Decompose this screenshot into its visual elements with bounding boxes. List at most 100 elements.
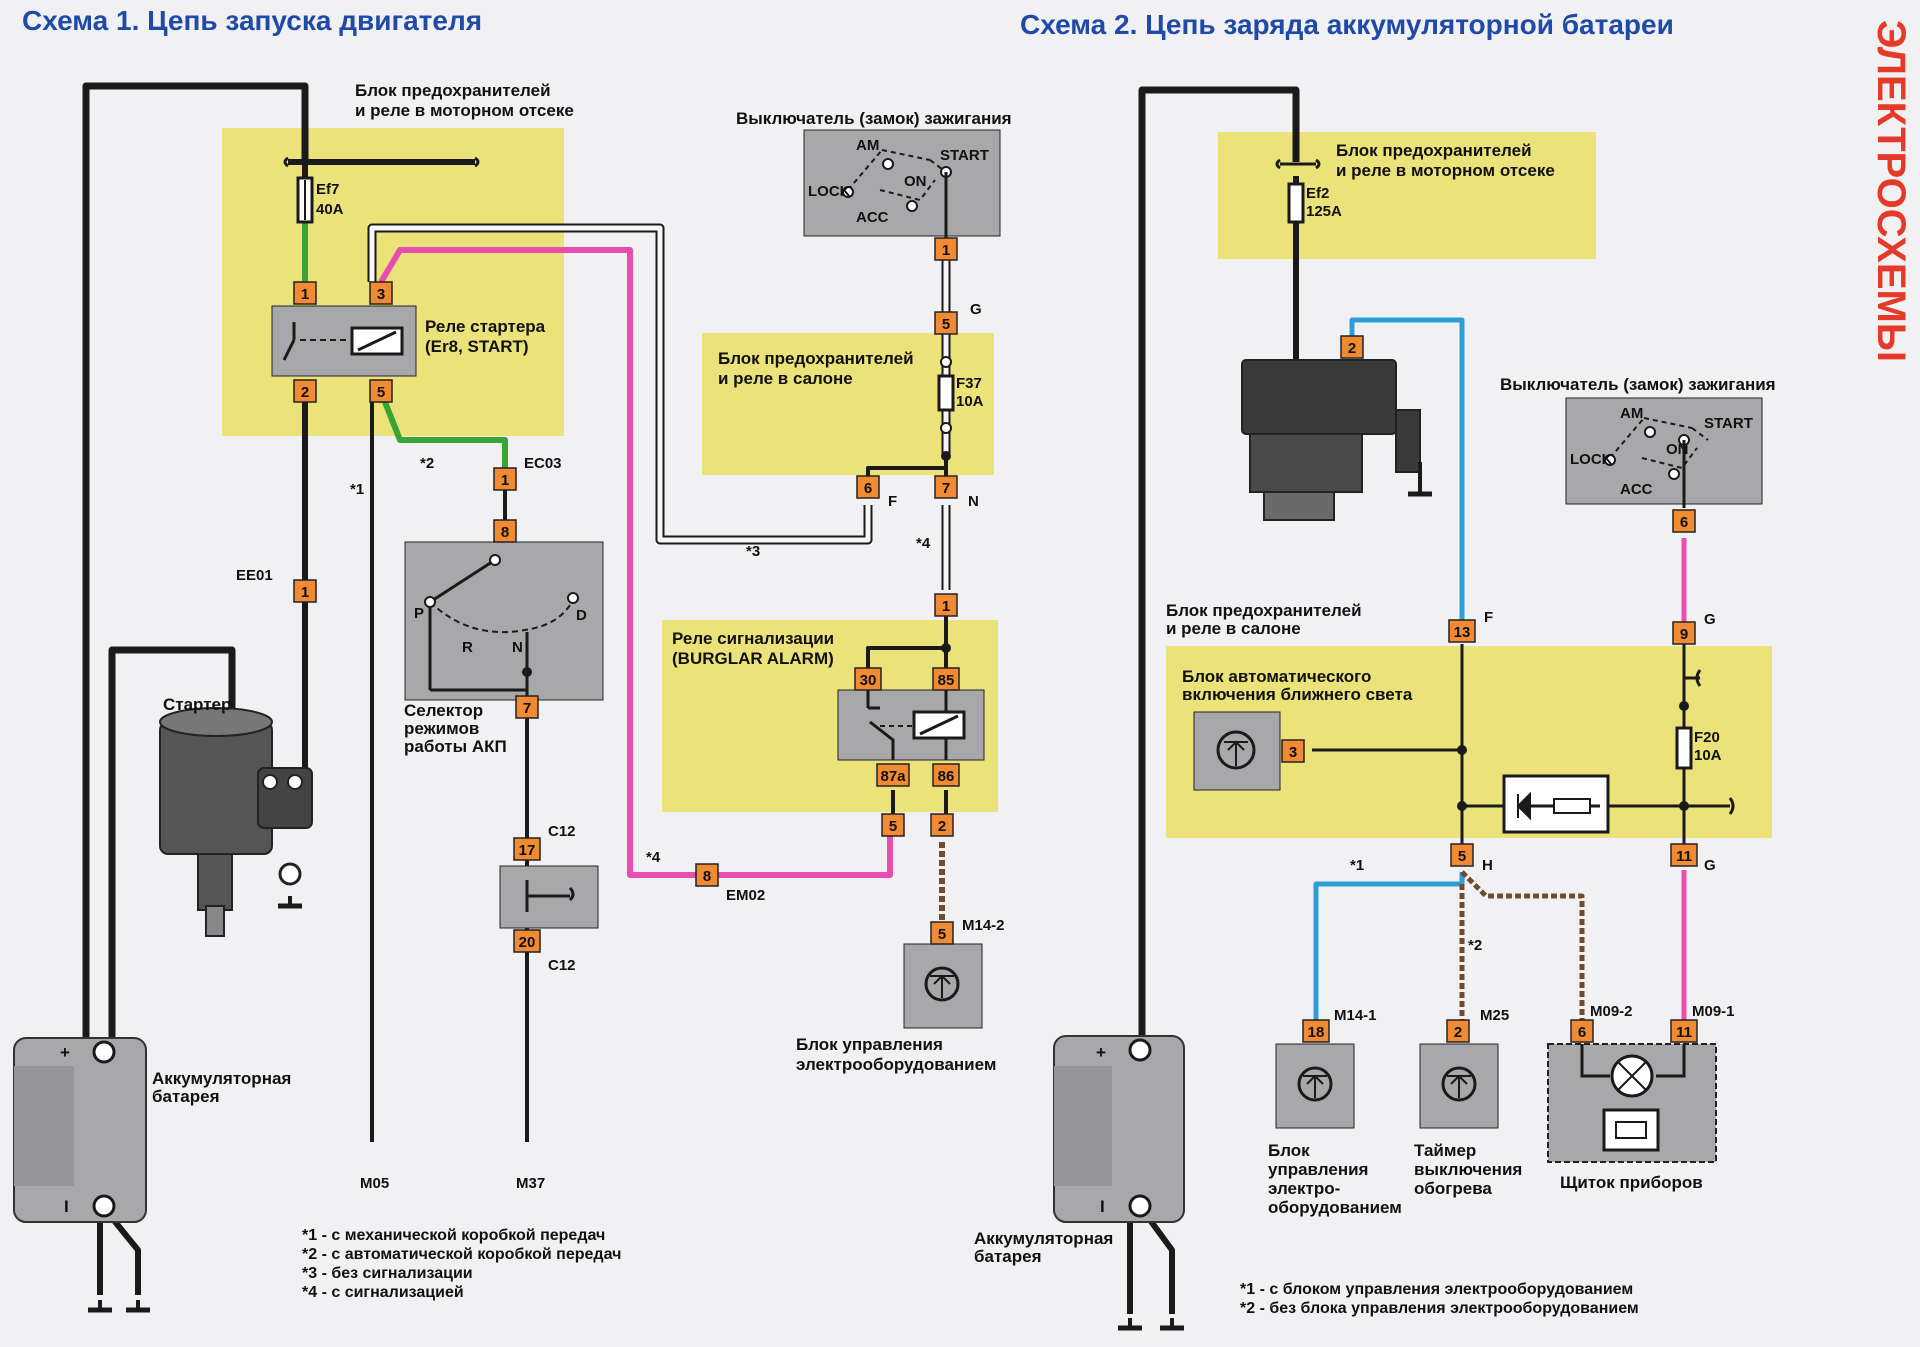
conn-m05: M05 (360, 1175, 389, 1192)
pin-cab-11: 11 (1670, 843, 1698, 867)
starter-relay-label-2: (Er8, START) (425, 337, 529, 356)
conn-ec03: EC03 (524, 455, 562, 472)
battery1-label-2: батарея (152, 1087, 220, 1106)
timer-label-2: выключения (1414, 1160, 1522, 1179)
s1-note-3: *3 - без сигнализации (302, 1265, 473, 1282)
svg-text:3: 3 (1289, 744, 1297, 761)
cluster-label: Щиток приборов (1560, 1173, 1703, 1192)
fuse-ef7-name: Ef7 (316, 181, 339, 198)
svg-text:18: 18 (1308, 1024, 1325, 1041)
svg-text:30: 30 (860, 672, 877, 689)
s1-star-4b: *4 (646, 849, 661, 866)
c12-connector (499, 865, 599, 929)
s2-wire-g1: G (1704, 611, 1716, 628)
conn-m09-1: M09-1 (1692, 1003, 1735, 1020)
svg-text:6: 6 (1578, 1024, 1586, 1041)
battery1-label-1: Аккумуляторная (152, 1069, 291, 1088)
pin-auto-3: 3 (1281, 739, 1305, 763)
pin-m14-18: 18 (1302, 1019, 1330, 1043)
s1-wires (82, 82, 951, 1295)
pin-relay-3: 3 (369, 281, 393, 305)
timer-label-1: Таймер (1414, 1141, 1476, 1160)
timer-label-3: обогрева (1414, 1179, 1492, 1198)
svg-text:11: 11 (1676, 848, 1692, 865)
s2-control-label-1: Блок (1268, 1141, 1310, 1160)
sel-p: P (414, 605, 424, 622)
s1-star-4: *4 (916, 535, 931, 552)
s2-sw-acc: ACC (1620, 481, 1653, 498)
s2-control-label-4: оборудованием (1268, 1198, 1402, 1217)
timer-unit (1419, 1043, 1499, 1129)
s1-star-1: *1 (350, 481, 364, 498)
svg-text:20: 20 (519, 934, 536, 951)
svg-text:1: 1 (942, 598, 950, 615)
battery-2: + I (1053, 1035, 1185, 1223)
fuse-icon: F20 10A (1675, 726, 1722, 770)
s1-cabin-label-1: Блок предохранителей (718, 349, 914, 368)
s2-sw-am: AM (1620, 405, 1643, 422)
svg-text:+: + (60, 1043, 70, 1062)
s2-engine-fuse-label-1: Блок предохранителей (1336, 141, 1532, 160)
diode-icon (1502, 774, 1610, 834)
pin-cab-7: 7 (934, 475, 958, 499)
s2-ignition-label: Выключатель (замок) зажигания (1500, 375, 1776, 394)
conn-ee01: EE01 (236, 567, 273, 584)
svg-text:8: 8 (703, 868, 711, 885)
starter-relay-label-1: Реле стартера (425, 317, 546, 336)
s2-pins: 2 13 3 5 6 9 11 18 2 6 11 (1281, 335, 1698, 1043)
fuse-icon: Ef7 40A (296, 176, 344, 224)
pin-ign-1: 1 (934, 237, 958, 261)
svg-text:6: 6 (1680, 514, 1688, 531)
fuse-ef7-rating: 40A (316, 201, 344, 218)
s2-sw-lock: LOCK (1570, 451, 1613, 468)
svg-text:1: 1 (942, 242, 950, 259)
pin-alarm-2: 2 (930, 813, 954, 837)
starter-motor-icon (159, 707, 313, 937)
s2-notes: *1 - с блоком управления электрооборудов… (1240, 1281, 1639, 1317)
conn-m37: M37 (516, 1175, 545, 1192)
s1-sw-am: AM (856, 137, 879, 154)
pin-c12-17: 17 (513, 837, 541, 861)
s2-control-label-2: управления (1268, 1160, 1368, 1179)
conn-m09-2: M09-2 (1590, 1003, 1633, 1020)
pin-ee01-1: 1 (293, 579, 317, 603)
s2-wire-h: H (1482, 857, 1493, 874)
alarm-label-1: Реле сигнализации (672, 629, 834, 648)
s2-note-1: *1 - с блоком управления электрооборудов… (1240, 1281, 1633, 1298)
s2-note-2: *2 - без блока управления электрооборудо… (1240, 1300, 1639, 1317)
battery2-label-1: Аккумуляторная (974, 1229, 1113, 1248)
auto-light-label-2: включения ближнего света (1182, 685, 1413, 704)
svg-text:+: + (1096, 1043, 1106, 1062)
svg-text:87a: 87a (880, 768, 906, 785)
scheme1-title: Схема 1. Цепь запуска двигателя (22, 5, 482, 36)
conn-c12b: C12 (548, 957, 576, 974)
pin-relay-1: 1 (293, 281, 317, 305)
s1-cabin-label-2: и реле в салоне (718, 369, 853, 388)
selector-label-3: работы АКП (404, 737, 507, 756)
svg-text:86: 86 (938, 768, 955, 785)
fuse-ef2-rating: 125A (1306, 203, 1342, 220)
s2-control-label-3: электро- (1268, 1179, 1340, 1198)
s1-pins: 1 3 2 5 1 8 7 1 17 20 8 1 5 6 7 1 30 85 … (293, 237, 960, 953)
pin-sel-8: 8 (493, 519, 517, 543)
s1-engine-fuse-label-2: и реле в моторном отсеке (355, 101, 574, 120)
conn-m14-1: M14-1 (1334, 1007, 1377, 1024)
s1-ignition-switch: AM START LOCK ON ACC (803, 129, 1001, 238)
s1-control-unit (903, 943, 983, 1029)
s2-star-2: *2 (1468, 937, 1482, 954)
pin-relay-2: 2 (293, 379, 317, 403)
selector-label-1: Селектор (404, 701, 483, 720)
s1-ignition-label: Выключатель (замок) зажигания (736, 109, 1012, 128)
pin-alarm-87a: 87a (876, 763, 910, 787)
pin-m09-11: 11 (1670, 1019, 1698, 1043)
svg-text:13: 13 (1454, 624, 1471, 641)
svg-text:7: 7 (523, 700, 531, 717)
s1-note-4: *4 - с сигнализацией (302, 1284, 464, 1301)
s2-sw-on: ON (1666, 441, 1689, 458)
starter-relay: Реле стартера (Er8, START) (271, 305, 546, 377)
s1-sw-lock: LOCK (808, 183, 851, 200)
s2-cabin-label-2: и реле в салоне (1166, 619, 1301, 638)
starter-label: Стартер (163, 695, 231, 714)
pin-cab-6: 6 (856, 475, 880, 499)
pin-ign-6: 6 (1672, 509, 1696, 533)
